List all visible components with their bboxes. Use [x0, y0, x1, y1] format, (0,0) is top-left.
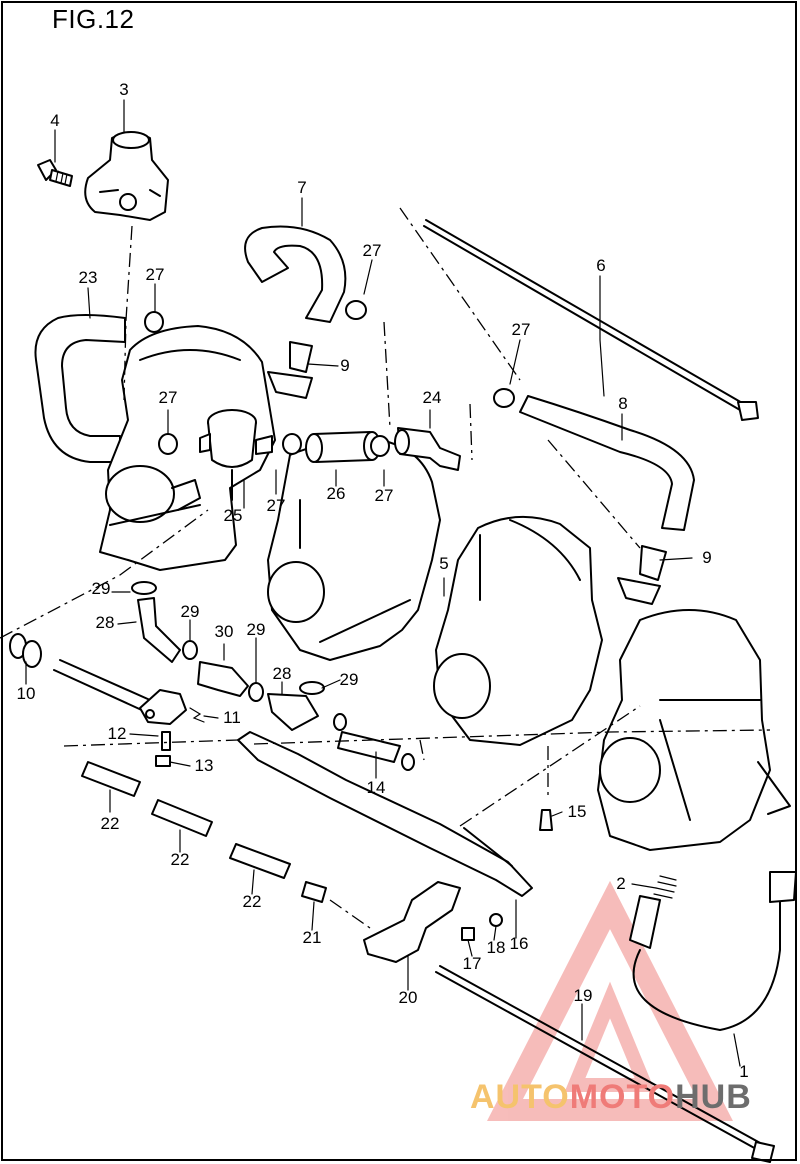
callout-25: 25 [223, 506, 243, 525]
link-plate [237, 731, 533, 897]
screw [155, 731, 171, 767]
solenoid-valve [199, 409, 273, 501]
carburetor-2 [267, 438, 441, 661]
hose [519, 395, 695, 531]
callout-6: 6 [596, 256, 606, 275]
carburetor-1 [99, 325, 276, 571]
callout-29-d: 29 [339, 670, 359, 689]
callout-22-a: 22 [100, 814, 120, 833]
callout-28-b: 28 [272, 664, 292, 683]
watermark-moto: MOTO [569, 1078, 676, 1116]
assembly-guide [757, 761, 791, 815]
hose [244, 225, 347, 323]
callout-9-upper: 9 [340, 356, 350, 375]
callout-23: 23 [78, 268, 98, 287]
callout-5: 5 [439, 554, 449, 573]
callout-20: 20 [398, 988, 418, 1007]
screw [539, 809, 553, 831]
callout-9-lower: 9 [702, 548, 712, 567]
assembly-lines [0, 207, 771, 929]
callout-27-c: 27 [511, 320, 531, 339]
callout-22-b: 22 [170, 850, 190, 869]
callout-14: 14 [366, 778, 386, 797]
callout-27-a: 27 [145, 265, 165, 284]
callout-2: 2 [616, 874, 626, 893]
watermark-auto: AUTO [470, 1078, 570, 1116]
joint-pipe [305, 431, 381, 463]
callout-28-a: 28 [95, 613, 115, 632]
figure-title: FIG.12 [52, 4, 135, 34]
callout-27-e: 27 [266, 496, 286, 515]
throttle-cable [629, 871, 797, 1031]
callout-16: 16 [509, 934, 529, 953]
long-rod [423, 219, 759, 421]
callout-24: 24 [422, 388, 442, 407]
hose [34, 314, 126, 463]
callout-13: 13 [194, 756, 214, 775]
callout-18: 18 [486, 938, 506, 957]
watermark-hub: HUB [675, 1078, 752, 1116]
watermark-logo: AUTOMOTOHUB [470, 1078, 752, 1117]
callout-29-c: 29 [246, 620, 266, 639]
callout-29-b: 29 [180, 602, 200, 621]
callout-29-a: 29 [91, 579, 111, 598]
callout-4: 4 [50, 111, 60, 130]
sleeve-pipe [81, 761, 327, 903]
t-fitting [617, 545, 667, 605]
callout-15: 15 [567, 802, 587, 821]
long-rod [435, 965, 775, 1163]
leader-lines [25, 99, 741, 1067]
carburetor-3 [433, 515, 603, 746]
hose-clamps [131, 300, 515, 702]
joint-pipe [333, 713, 415, 771]
callout-8: 8 [618, 394, 628, 413]
throttle-position-sensor [84, 131, 169, 221]
callout-10: 10 [16, 684, 36, 703]
callout-12: 12 [107, 724, 127, 743]
callout-7: 7 [297, 178, 307, 197]
callout-17: 17 [462, 954, 482, 973]
callout-3: 3 [119, 80, 129, 99]
callout-21: 21 [302, 928, 322, 947]
callout-26: 26 [326, 484, 346, 503]
callout-27-d: 27 [158, 388, 178, 407]
bracket [363, 881, 503, 963]
t-fitting [267, 341, 313, 399]
shaft [9, 633, 151, 713]
fitting [394, 427, 461, 471]
callout-22-c: 22 [242, 892, 262, 911]
carburetor-4 [597, 609, 771, 851]
watermark-triangle [487, 880, 733, 1121]
assembly-guide [463, 827, 513, 867]
callout-27-b: 27 [362, 241, 382, 260]
link-bracket [139, 689, 205, 725]
callout-1: 1 [739, 1062, 749, 1081]
hose-fitting [137, 597, 319, 731]
callout-11: 11 [223, 708, 241, 727]
callout-27-f: 27 [374, 486, 394, 505]
bolt [37, 159, 73, 187]
callout-30: 30 [214, 622, 234, 641]
callout-19: 19 [573, 986, 593, 1005]
